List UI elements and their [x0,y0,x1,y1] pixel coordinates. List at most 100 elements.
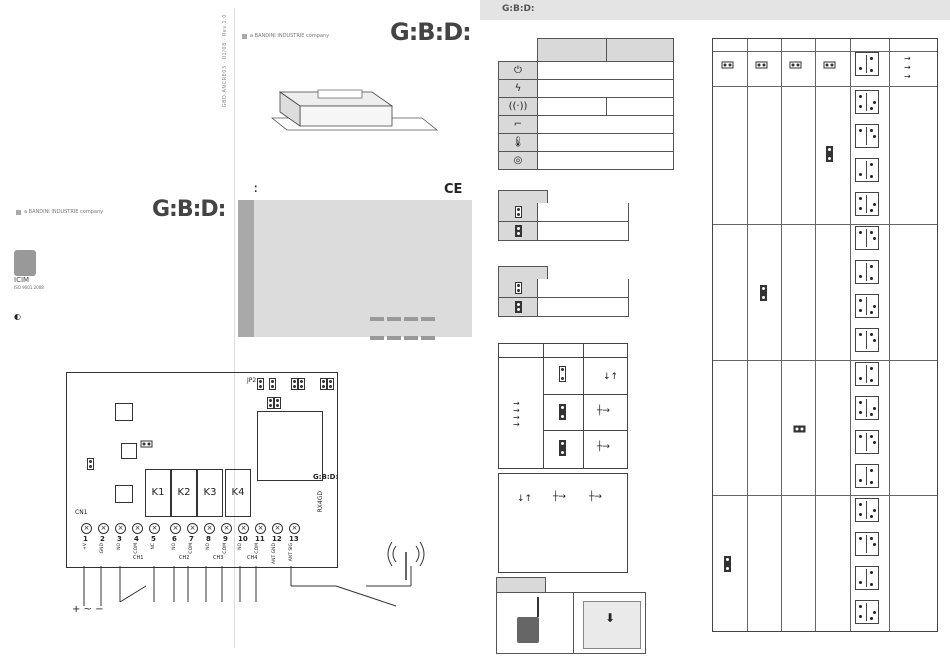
terminal-label: COM [134,543,139,554]
arrow-down-icon: ⬇ [605,611,616,625]
brand-logo-2: G:B:D: [152,197,226,222]
jumper-table-1 [498,190,629,241]
terminal-label: NO [172,543,177,550]
code-cell-icon [855,260,879,284]
connector-label: CN1 [75,509,88,516]
terminal-number: 1 [83,535,88,543]
radio-module [257,411,323,481]
terminal-number: 7 [189,535,194,543]
spec-table: ⏻ ϟ ((·)) ⌐ 🌡 ◎ [498,38,674,170]
arrow-icons: →→→ [904,54,911,81]
channel-label: CH4 [247,555,258,561]
code-cell-icon [855,294,879,318]
signal-icon: ↓↑ [603,372,619,382]
arrow-icons: →→→→ [513,399,520,429]
terminal-number: 8 [206,535,211,543]
memory-icon: ◎ [498,151,538,170]
channel-label: CH3 [213,555,224,561]
certification-label: ICIM [14,276,30,284]
recycle-icon: ◐ [14,312,21,321]
page-divider [234,8,235,648]
terminal-label: NO [238,543,243,550]
code-cell-icon [855,328,879,352]
channel-label: CH1 [133,555,144,561]
code-cell-icon [855,226,879,250]
antenna-photo [537,597,539,617]
terminal-label: +V [83,543,88,550]
dash-marks [370,306,438,344]
terminal-number: 3 [117,535,122,543]
vertical-jumper [87,455,94,474]
code-cell-icon [855,430,879,454]
terminal-label: COM [189,543,194,554]
terminal-label: NO [206,543,211,550]
certification-logo [14,250,36,276]
terminal-label: COM [255,543,260,554]
terminal-label: ANT SIG [289,543,294,562]
relay-k4: K4 [225,469,251,517]
code-cell-icon [855,498,879,522]
small-jumper [140,435,153,454]
code-cell-icon [855,566,879,590]
terminal-number: 5 [151,535,156,543]
relay-k1: K1 [145,469,171,517]
terminal-number: 4 [134,535,139,543]
jumper-block [257,375,337,413]
terminal-label: GND [100,543,105,554]
mounting-photo [583,601,641,649]
header-bar: G:B:D: [480,0,950,20]
lightning-icon: ϟ [498,79,538,98]
terminal-number: 9 [223,535,228,543]
cover-grey-bar [238,200,254,337]
component-block [121,443,137,459]
code-cell-icon [855,362,879,386]
install-images: ⬇ [496,592,646,654]
legend-box: ↓↑ ┼→ ┼→ [498,473,628,573]
relay-k2: K2 [171,469,197,517]
terminal-label: NC [151,543,156,550]
terminal-label: COM [223,543,228,554]
signal-icon: ┼→ [597,406,610,416]
thermometer-icon: 🌡 [498,133,538,152]
cover-grey-panel [238,200,472,340]
terminal-number: 13 [289,535,299,543]
document-code: GBD ANCRE03 · 01/08 · Rev.1.0 [222,14,228,108]
company-tagline: a BANDINI INDUSTRIE company [242,33,329,39]
ce-mark: CE [444,182,463,197]
code-cell-icon [855,396,879,420]
relay-k3: K3 [197,469,223,517]
jumper-table-2 [498,266,629,317]
code-cell-icon [855,192,879,216]
circuit-board: JP2 K1 K2 K3 K4 G:B:D: RX4GD CN1 ×× ×× ×… [66,372,338,568]
code-cell-icon [855,464,879,488]
trimmer-icon [115,403,133,421]
product-illustration [270,89,439,131]
company-tagline-2: a BANDINI INDUSTRIE company [16,209,103,215]
receiver-photo [517,617,539,643]
switch-icon: ⌐ [498,115,538,134]
terminal-number: 12 [272,535,282,543]
board-model: RX4GD [317,491,324,513]
terminal-number: 2 [100,535,105,543]
code-cell-icon [855,52,879,76]
mode-table: →→→→ ↓↑ ┼→ ┼→ [498,343,628,469]
plug-icon: ⏻ [498,61,538,80]
terminal-number: 10 [238,535,248,543]
terminal-label: ANT GND [272,543,277,564]
code-cell-icon [855,158,879,182]
programming-grid [712,38,938,632]
power-symbol: + ~ − [72,604,104,615]
jumper-label: JP2 [247,377,257,384]
terminal-number: 6 [172,535,177,543]
antenna-icon [387,541,425,580]
bullet-icon: ⁚ [254,185,258,195]
code-cell-icon [855,600,879,624]
signal-icon: ┼→ [597,442,610,452]
install-header [496,577,546,593]
wiring-diagram [83,566,412,607]
channel-label: CH2 [179,555,190,561]
terminal-number: 11 [255,535,265,543]
certification-subtitle: ISO 9001:2008 [14,285,44,290]
code-cell-icon [855,124,879,148]
trimmer-icon-2 [115,485,133,503]
